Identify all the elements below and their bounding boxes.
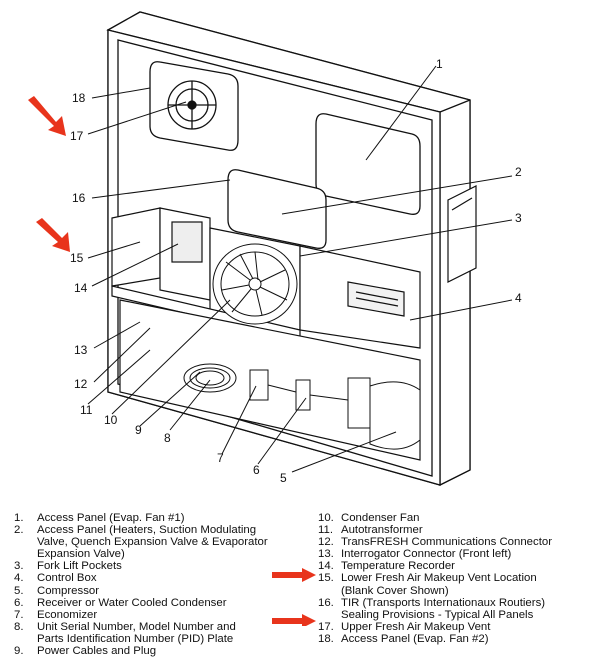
legend-text: Control Box — [37, 572, 97, 585]
callout-7: 7 — [217, 451, 224, 465]
legend-number: 17. — [318, 620, 334, 633]
callout-8: 8 — [164, 431, 171, 445]
legend-text: Economizer — [37, 608, 98, 621]
legend-number: 12. — [318, 536, 334, 549]
legend-number: 7. — [14, 608, 24, 621]
components — [183, 363, 421, 450]
red-arrow-icon — [272, 614, 316, 626]
legend-item: 13. Interrogator Connector (Front left) — [318, 548, 600, 560]
legend-text: Unit Serial Number, Model Number and Par… — [37, 620, 236, 645]
legend-item: 16. TIR (Transports Internationaux Routie… — [318, 597, 600, 621]
callout-16: 16 — [72, 191, 86, 205]
legend-number: 5. — [14, 584, 24, 597]
legend-item: 12. TransFRESH Communications Connector — [318, 536, 600, 548]
legend-number: 6. — [14, 596, 24, 609]
legend-number: 8. — [14, 620, 24, 633]
legend-number: 2. — [14, 524, 24, 537]
red-arrow-icon — [28, 96, 66, 136]
callout-18: 18 — [72, 91, 86, 105]
legend-text: Condenser Fan — [341, 512, 420, 524]
legend-number: 11. — [318, 524, 333, 537]
legend-text: Access Panel (Evap. Fan #2) — [341, 632, 489, 645]
callout-14: 14 — [74, 281, 88, 295]
economizer — [249, 369, 269, 401]
legend-right: 10. Condenser Fan 11. Autotransformer 12. T… — [318, 512, 600, 645]
legend-number: 4. — [14, 572, 24, 585]
legend-item: 1. Access Panel (Evap. Fan #1) — [14, 512, 304, 524]
red-arrow-icon — [36, 218, 70, 252]
leader-lines — [87, 65, 513, 473]
legend-item: 15. Lower Fresh Air Makeup Vent Location … — [318, 572, 600, 596]
red-arrow-icon — [272, 568, 316, 582]
control-box-window — [347, 281, 405, 317]
compressor — [369, 381, 421, 450]
legend-text: Temperature Recorder — [341, 560, 455, 573]
legend-number: 14. — [318, 560, 334, 573]
legend-left: 1. Access Panel (Evap. Fan #1) 2. Access P… — [14, 512, 304, 657]
callout-9: 9 — [135, 423, 142, 437]
legend-text: Interrogator Connector (Front left) — [341, 548, 512, 561]
legend-number: 16. — [318, 596, 334, 609]
temperature-recorder-window — [171, 221, 203, 263]
access-panel-1 — [315, 113, 421, 215]
legend-number: 10. — [318, 512, 334, 524]
access-panel-18 — [149, 61, 239, 151]
legend-arrows — [272, 568, 316, 626]
legend-text: Access Panel (Heaters, Suction Modulatin… — [37, 524, 268, 561]
red-arrows — [28, 96, 70, 252]
callout-10: 10 — [104, 413, 118, 427]
legend-text: Access Panel (Evap. Fan #1) — [37, 512, 185, 524]
legend-text: Receiver or Water Cooled Condenser — [37, 596, 227, 609]
legend-text: Power Cables and Plug — [37, 645, 157, 657]
callout-13: 13 — [74, 343, 88, 357]
legend-text: TransFRESH Communications Connector — [341, 536, 553, 549]
legend-item: 11. Autotransformer — [318, 524, 600, 536]
callout-12: 12 — [74, 377, 88, 391]
legend-text: TIR (Transports Internationaux Routiers)… — [341, 596, 546, 621]
legend-number: 15. — [318, 572, 334, 585]
legend-item: 4. Control Box — [14, 572, 304, 584]
callout-11: 11 — [80, 403, 93, 417]
legend-text: Fork Lift Pockets — [37, 560, 122, 573]
refrigeration-unit-diagram: 1 2 3 4 5 6 7 8 9 10 11 12 13 14 15 16 1… — [28, 11, 522, 487]
condenser-fan — [212, 243, 298, 325]
legend-number: 18. — [318, 632, 334, 645]
callout-1: 1 — [436, 57, 443, 71]
legend-item: 6. Receiver or Water Cooled Condenser — [14, 597, 304, 609]
legend-text: Compressor — [37, 584, 100, 597]
legend-item: 17. Upper Fresh Air Makeup Vent — [318, 621, 600, 633]
legend-item: 9. Power Cables and Plug — [14, 645, 304, 657]
legend-number: 3. — [14, 560, 24, 573]
legend-item: 3. Fork Lift Pockets — [14, 560, 304, 572]
callout-2: 2 — [515, 165, 522, 179]
callout-4: 4 — [515, 291, 522, 305]
legend-text: Upper Fresh Air Makeup Vent — [341, 620, 491, 633]
receiver — [295, 379, 311, 411]
access-panel-2 — [227, 169, 327, 249]
legend-item: 18. Access Panel (Evap. Fan #2) — [318, 633, 600, 645]
legend-item: 8. Unit Serial Number, Model Number and P… — [14, 621, 304, 645]
legend-item: 2. Access Panel (Heaters, Suction Modulat… — [14, 524, 304, 560]
callout-3: 3 — [515, 211, 522, 225]
side-panel — [447, 185, 477, 283]
lower-section — [111, 207, 421, 461]
legend-text: Lower Fresh Air Makeup Vent Location (Bl… — [341, 572, 537, 597]
callout-6: 6 — [253, 463, 260, 477]
legend-item: 7. Economizer — [14, 609, 304, 621]
callout-17: 17 — [70, 129, 84, 143]
legend-text: Autotransformer — [341, 524, 423, 537]
legend-item: 10. Condenser Fan — [318, 512, 600, 524]
callout-numbers: 1 2 3 4 5 6 7 8 9 10 11 12 13 14 15 16 1… — [70, 57, 522, 485]
callout-5: 5 — [280, 471, 287, 485]
legend-item: 14. Temperature Recorder — [318, 560, 600, 572]
legend-item: 5. Compressor — [14, 585, 304, 597]
legend-number: 1. — [14, 512, 24, 524]
legend-number: 13. — [318, 548, 334, 561]
callout-15: 15 — [70, 251, 84, 265]
legend-number: 9. — [14, 645, 24, 657]
